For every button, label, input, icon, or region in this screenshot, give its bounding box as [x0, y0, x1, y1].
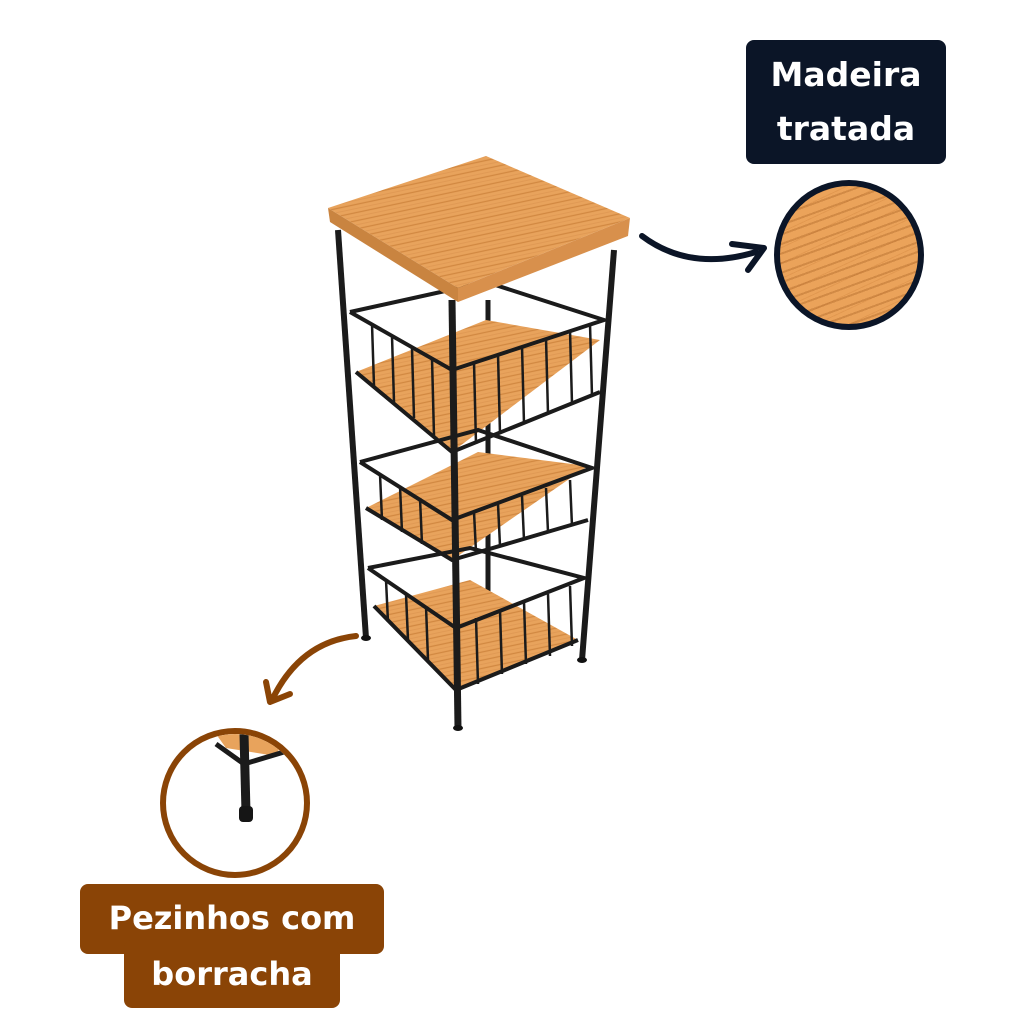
feet-callout-line2: borracha [151, 955, 313, 993]
wood-callout-line2: tratada [776, 109, 916, 148]
feet-callout-text: Pezinhos com borracha [80, 890, 384, 1002]
feet-callout-label-bottom [124, 940, 340, 1008]
wood-callout-label: Madeira tratada [746, 40, 946, 164]
feet-callout-line1: Pezinhos com [108, 899, 356, 937]
rubber-foot-closeup-icon [160, 728, 310, 878]
wood-callout-line1: Madeira [770, 55, 922, 94]
wood-grain-closeup-icon [774, 180, 924, 330]
